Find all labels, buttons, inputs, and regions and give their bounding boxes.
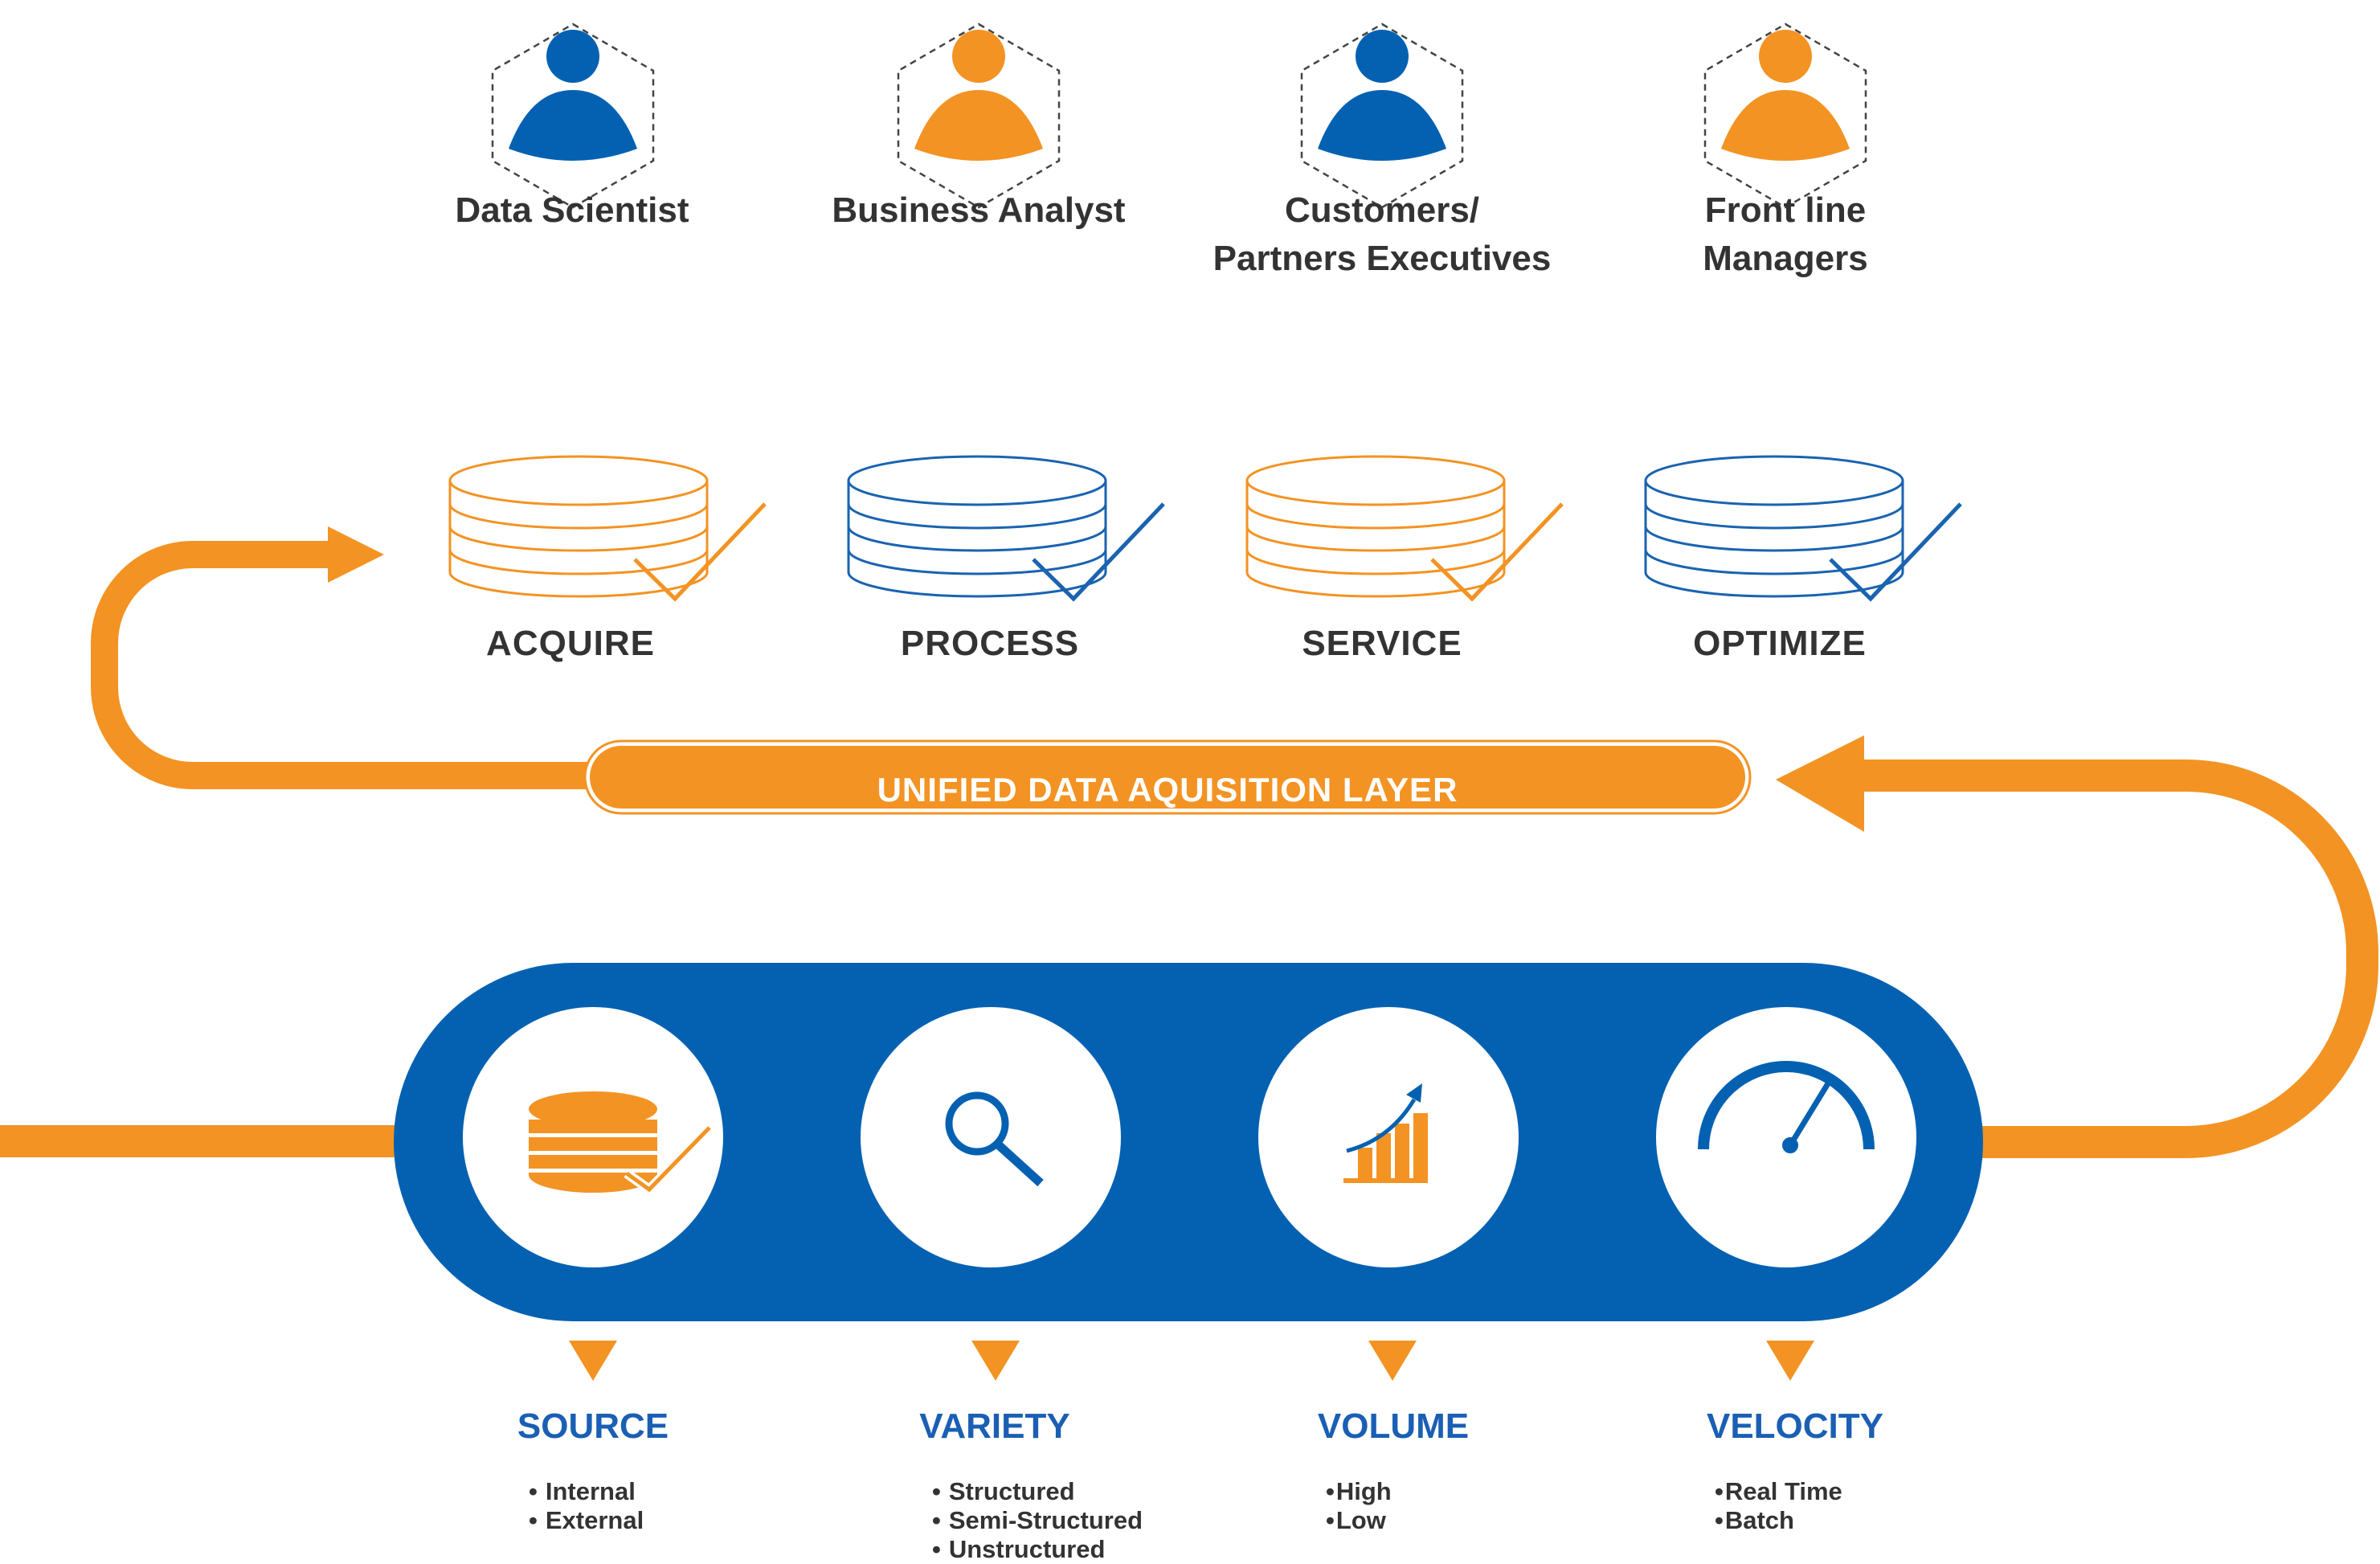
role-label-customers-partners: Customers/ Partners Executives [1157, 186, 1607, 283]
return-arrow-head [1776, 735, 1864, 832]
role-label-line: Managers [1703, 239, 1868, 278]
unified-data-layer-label: UNIFIED DATA AQUISITION LAYER [877, 771, 1458, 809]
role-label-line: Business Analyst [832, 190, 1126, 230]
growth-chart-icon [1343, 1083, 1428, 1183]
vs-title-variety: VARIETY [919, 1406, 1070, 1446]
role-label-line: Data Scientist [455, 190, 689, 230]
list-item: External [529, 1506, 644, 1535]
vs-title-volume: VOLUME [1317, 1406, 1470, 1446]
list-item: Semi-Structured [932, 1506, 1143, 1535]
user-icon [1703, 23, 1867, 209]
vs-list-variety: Structured Semi-Structured Unstructured [932, 1477, 1143, 1564]
stage-label-service: SERVICE [1302, 624, 1462, 663]
vs-title-velocity: VELOCITY [1706, 1406, 1884, 1446]
database-check-icon [1644, 455, 1962, 602]
stage-label-acquire: ACQUIRE [486, 624, 655, 663]
database-check-icon [529, 1091, 714, 1196]
down-arrow-icon [1766, 1341, 1814, 1381]
vs-panel [394, 963, 1983, 1321]
role-label-line: Front line [1704, 190, 1867, 230]
list-item: Internal [529, 1477, 644, 1506]
speedometer-icon [1698, 1061, 1875, 1153]
role-label-data-scientist: Data Scientist [347, 186, 797, 235]
feed-loop-arrow [91, 541, 595, 789]
vs-list-velocity: Real Time Batch [1715, 1477, 1842, 1535]
list-item: Low [1326, 1506, 1392, 1535]
role-label-line: Customers/ [1284, 190, 1480, 230]
return-loop-arrow [1840, 759, 2378, 1158]
user-icon [897, 23, 1061, 209]
input-flow-line [0, 1125, 418, 1157]
down-arrow-icon [971, 1341, 1020, 1381]
list-item: Unstructured [932, 1535, 1143, 1564]
role-label-business-analyst: Business Analyst [754, 186, 1204, 235]
list-item: Structured [932, 1477, 1143, 1506]
role-label-front-line-managers: Front line Managers [1560, 186, 2010, 283]
database-check-icon [1245, 455, 1564, 602]
vs-list-source: Internal External [529, 1477, 644, 1535]
feed-arrow-head [328, 526, 384, 583]
down-arrow-icon [569, 1341, 617, 1381]
list-item: Real Time [1715, 1477, 1842, 1506]
stage-label-optimize: OPTIMIZE [1693, 624, 1867, 663]
magnifier-icon [945, 1091, 1044, 1187]
vs-circle-velocity [1656, 1007, 1916, 1267]
list-item: High [1326, 1477, 1392, 1506]
user-icon [1300, 23, 1464, 209]
vs-title-source: SOURCE [517, 1406, 669, 1446]
list-item: Batch [1715, 1506, 1842, 1535]
role-label-line: Partners Executives [1212, 239, 1552, 278]
stage-label-process: PROCESS [900, 624, 1080, 663]
vs-circle-variety [861, 1007, 1121, 1267]
database-check-icon [847, 455, 1165, 602]
vs-list-volume: High Low [1326, 1477, 1392, 1535]
user-icon [491, 23, 655, 209]
database-check-icon [448, 455, 767, 602]
down-arrow-icon [1368, 1341, 1417, 1381]
